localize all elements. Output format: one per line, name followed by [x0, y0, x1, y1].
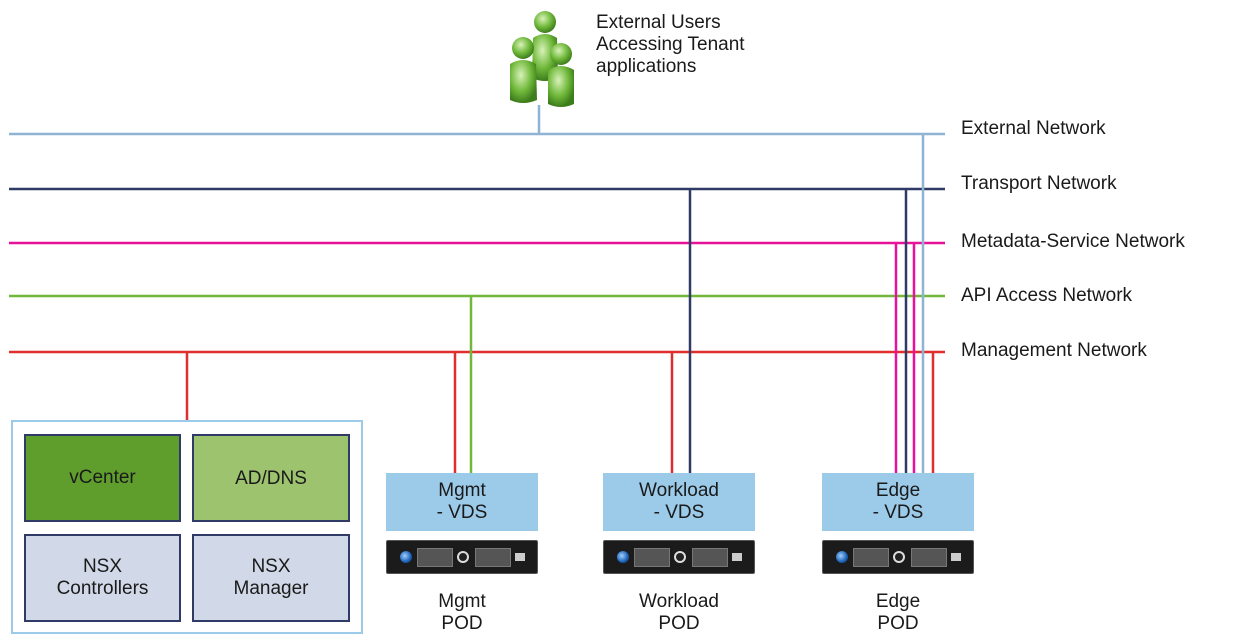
vcenter-box: vCenter — [24, 434, 181, 522]
nsx-controllers-label: NSX Controllers — [56, 556, 149, 599]
ad-dns-label: AD/DNS — [235, 468, 307, 489]
workload-vds: Workload - VDS — [603, 473, 755, 531]
users-icon — [500, 8, 580, 113]
api-network-label: API Access Network — [961, 285, 1133, 306]
edge-vds-label: Edge - VDS — [872, 480, 924, 523]
workload-pod-label: Workload POD — [639, 591, 719, 634]
mgmt-vds-label: Mgmt - VDS — [436, 480, 488, 523]
mgmt-pod-label: Mgmt POD — [438, 591, 486, 634]
edge-pod-label: Edge POD — [875, 591, 921, 634]
management-network-label: Management Network — [961, 340, 1147, 361]
workload-vds-label: Workload - VDS — [639, 480, 719, 523]
nsx-manager-box: NSX Manager — [192, 534, 350, 622]
ad-dns-box: AD/DNS — [192, 434, 350, 522]
mgmt-server-icon — [386, 540, 538, 574]
nsx-manager-label: NSX Manager — [233, 556, 309, 599]
edge-vds: Edge - VDS — [822, 473, 974, 531]
transport-network-label: Transport Network — [961, 173, 1117, 194]
vcenter-label: vCenter — [69, 467, 136, 488]
external-network-label: External Network — [961, 118, 1106, 139]
metadata-network-label: Metadata-Service Network — [961, 231, 1185, 252]
management-cluster — [11, 420, 363, 634]
workload-server-icon — [603, 540, 755, 574]
mgmt-vds: Mgmt - VDS — [386, 473, 538, 531]
nsx-controllers-box: NSX Controllers — [24, 534, 181, 622]
edge-server-icon — [822, 540, 974, 574]
external-users-label: External Users Accessing Tenant applicat… — [596, 12, 745, 77]
